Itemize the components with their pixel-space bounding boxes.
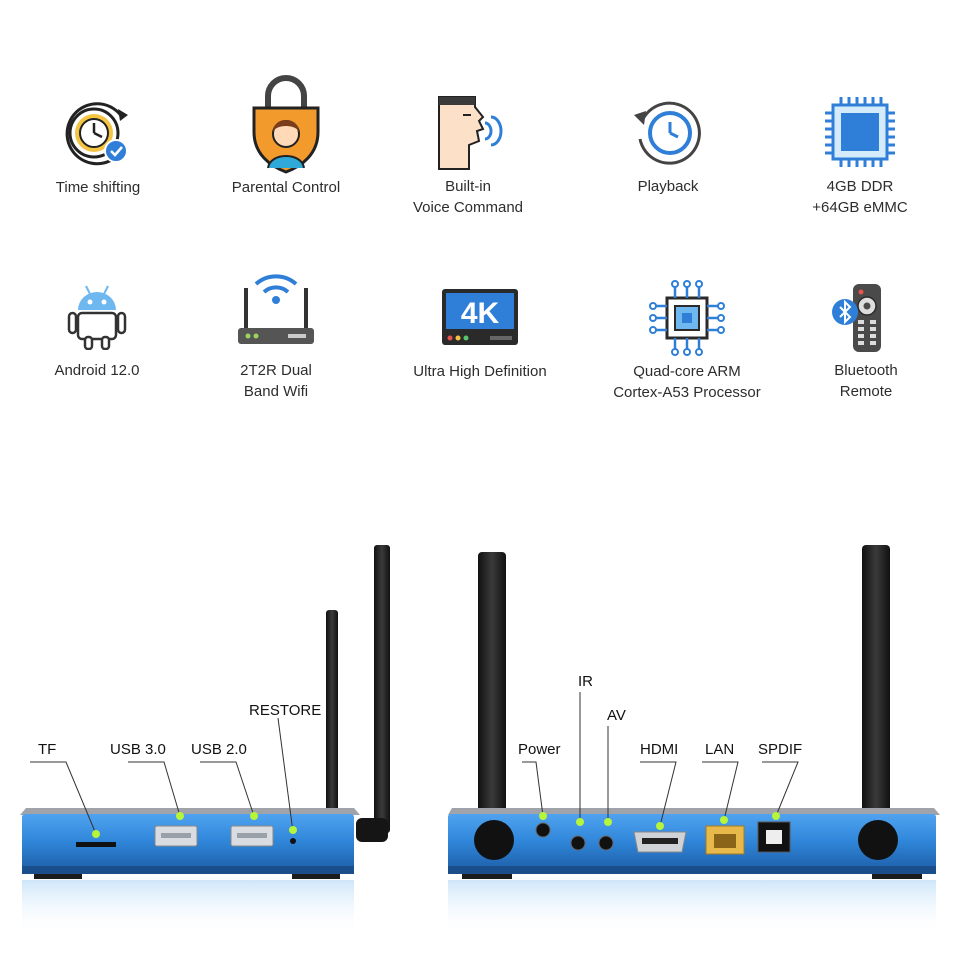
lock-shield-child-icon [252,75,320,174]
port-label-av: AV [607,707,626,724]
4k-text: 4K [461,297,500,330]
feature-label: Quad-core ARM Cortex-A53 Processor [613,363,761,401]
feature-label: Built-in Voice Command [412,178,524,216]
android-robot-icon [67,285,127,350]
av-port [598,835,614,851]
port-label-usb3: USB 3.0 [110,741,166,758]
antenna [326,610,338,816]
4k-display-icon: 4K [442,289,518,345]
tf-slot [76,842,116,847]
voice-command-icon [438,96,503,170]
device-front-view [20,545,390,936]
clock-check-icon [65,102,128,166]
ir-port [570,835,586,851]
port-label-power: Power [518,741,561,758]
feature-label: Bluetooth Remote [834,362,898,400]
playback-clock-icon [634,101,701,165]
feature-label: Android 12.0 [54,362,140,379]
feature-label: 2T2R Dual Band Wifi [240,362,312,400]
antenna [374,545,390,833]
port-label-hdmi: HDMI [640,741,679,758]
antenna [862,545,890,845]
memory-chip-icon [825,97,895,167]
feature-label: Time shifting [55,179,141,196]
restore-button [290,838,296,844]
processor-icon [649,280,725,356]
port-label-spdif: SPDIF [758,741,803,758]
port-label-ir: IR [578,673,593,690]
feature-label: 4GB DDR +64GB eMMC [812,178,908,216]
port-label-lan: LAN [705,741,735,758]
bluetooth-remote-icon [832,284,881,352]
port-label-usb2: USB 2.0 [191,741,247,758]
device-rear-view [448,545,940,936]
feature-label: Ultra High Definition [413,363,547,380]
feature-label: Playback [637,178,699,195]
port-label-restore: RESTORE [249,702,322,719]
power-port [535,822,551,838]
antenna [478,552,506,848]
wifi-router-icon [238,274,314,344]
port-label-tf: TF [38,741,57,758]
feature-label: Parental Control [231,179,341,196]
